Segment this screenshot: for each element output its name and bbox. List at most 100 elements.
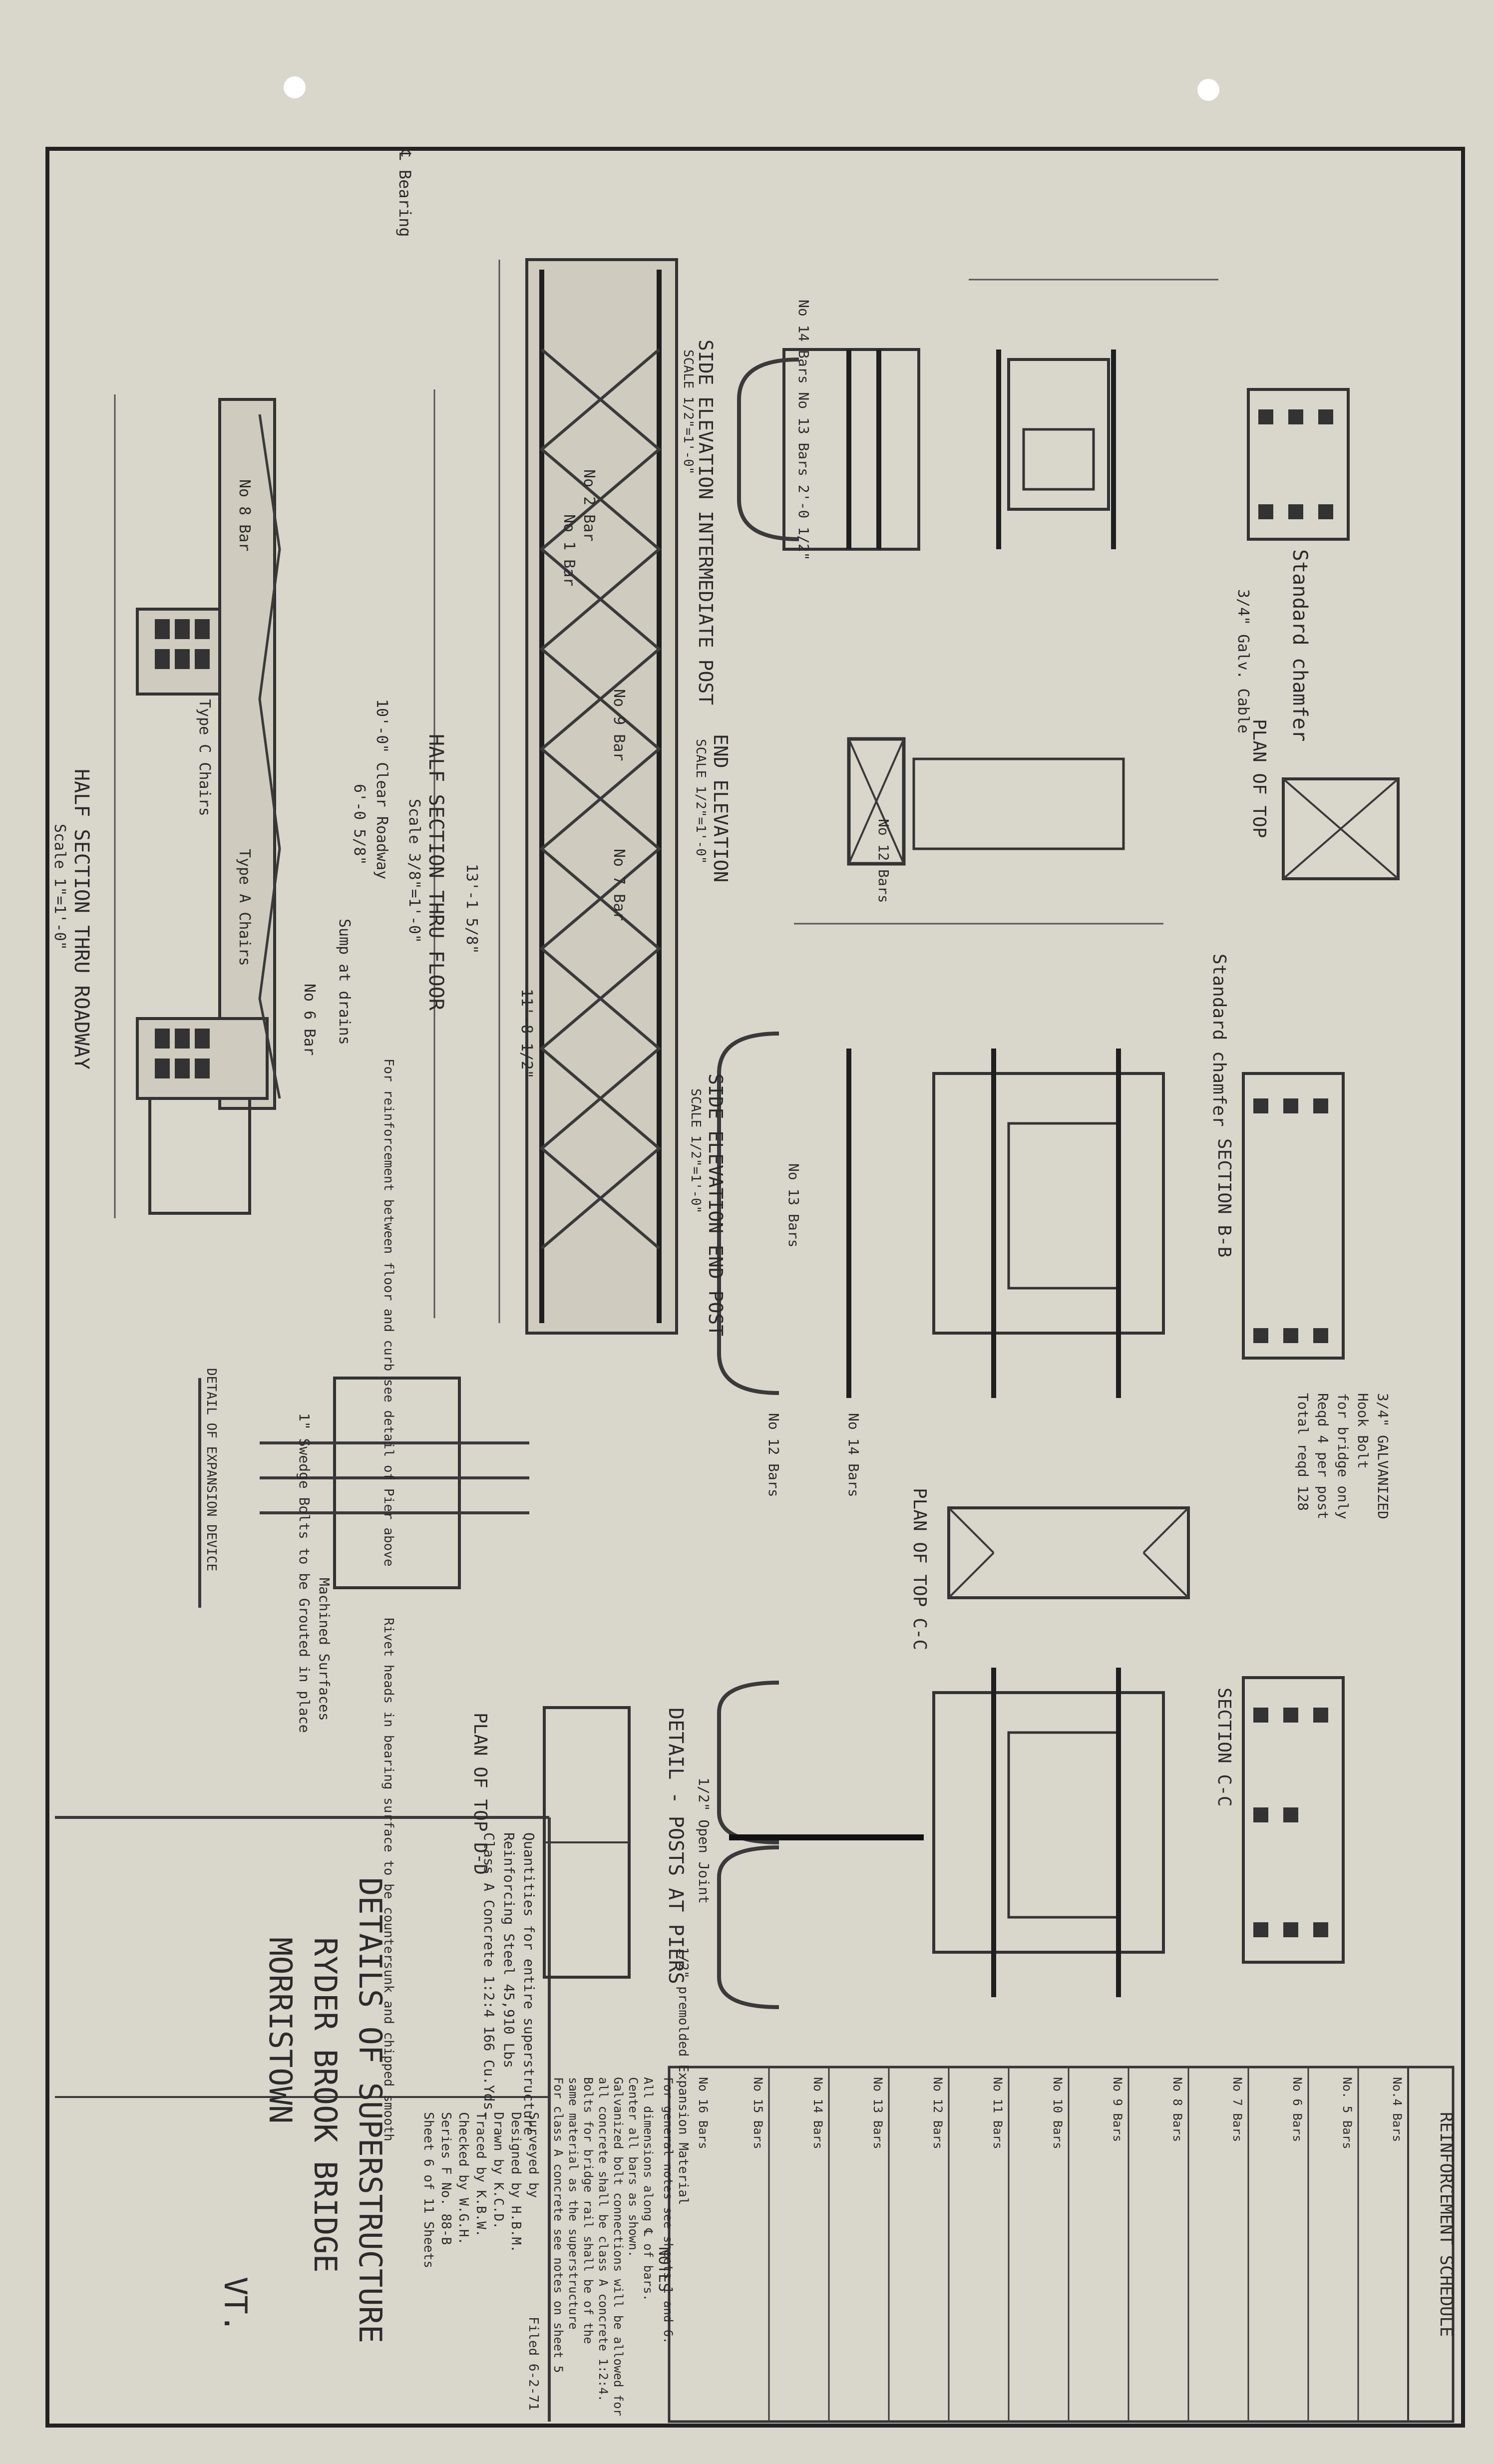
note-line-8: For general notes see sheets 1 and 6. — [661, 2077, 675, 2344]
plan-of-top-1 — [1282, 777, 1400, 880]
note-line-1: All dimensions along ℄ of bars. — [641, 2077, 655, 2301]
schedule-row: No.4 Bars — [1390, 2077, 1404, 2142]
label-no12-a: No 12 Bars — [875, 819, 892, 903]
label-no1: No 1 Bar — [560, 514, 578, 587]
tb-designed: Designed by H.B.M. — [508, 2112, 523, 2253]
note-line-2: Center all bars as shown. — [626, 2077, 640, 2257]
title-line-3: MORRISTOWN — [262, 1937, 299, 2123]
schedule-row: No 7 Bars — [1230, 2077, 1244, 2142]
label-plan-top-d-d: PLAN OF TOP D-D — [470, 1713, 490, 1875]
label-no2: No 2 Bar — [580, 469, 598, 542]
label-clear-roadway: 10'-0" Clear Roadway — [373, 699, 390, 879]
side-elevation-intermediate-post — [737, 348, 920, 551]
schedule-row: No 13 Bars — [871, 2077, 885, 2149]
label-end-post-scale: SCALE 1/2"=1'-0" — [688, 1088, 703, 1213]
note-line-7: For class A concrete see notes on sheet … — [551, 2077, 565, 2373]
label-roadway-scale: Scale 1"=1'-0" — [51, 824, 68, 950]
section-a-a — [1247, 388, 1350, 541]
tb-checked: Checked by W.G.H. — [456, 2112, 471, 2245]
note-line-6: same material as the superstructure — [566, 2077, 580, 2330]
note-line-3: Galvanized bolt connections will be allo… — [611, 2077, 625, 2416]
notes-heading: NOTES — [655, 2247, 673, 2292]
label-end-elev-scale: SCALE 1/2"=1'-0" — [693, 739, 708, 864]
bolt-note-1: 3/4" GALVANIZED — [1375, 1393, 1391, 1519]
label-expansion-device: DETAIL OF EXPANSION DEVICE — [204, 1368, 219, 1571]
end-elevation — [794, 737, 1163, 925]
title-line-4: VT. — [217, 2277, 254, 2333]
label-half-section-floor: HALF SECTION THRU FLOOR — [424, 734, 447, 1011]
label-section-b-b: SECTION B-B — [1214, 1138, 1234, 1257]
expansion-device — [198, 1377, 529, 1608]
tb-filed: Filed 6-2-71 — [526, 2317, 541, 2411]
punch-hole — [284, 76, 306, 98]
schedule-row: No 11 Bars — [991, 2077, 1005, 2149]
schedule-row: No 14 Bars — [811, 2077, 825, 2149]
label-side-elev-intermediate: SIDE ELEVATION INTERMEDIATE POST — [695, 340, 717, 705]
detail-posts-at-piers — [717, 1668, 1165, 2009]
label-no14: No 14 Bars — [845, 1413, 862, 1497]
schedule-row: No 15 Bars — [751, 2077, 765, 2149]
label-galv-cable: 3/4" Galv. Cable — [1234, 589, 1252, 733]
label-bars-top: No 14 Bars No 13 Bars 2'-0 1/2" — [795, 300, 812, 561]
title-line-2: RYDER BROOK BRIDGE — [307, 1937, 344, 2273]
bolt-note-4: Reqd 4 per post — [1315, 1393, 1331, 1519]
label-no6: No 6 Bar — [301, 984, 318, 1056]
label-wedge: 1" Swedge Bolts to be Grouted in place — [296, 1413, 313, 1733]
schedule-row: No 12 Bars — [931, 2077, 945, 2149]
section-b-b — [1242, 1072, 1345, 1360]
label-standard-chamfer: Standard chamfer — [1288, 549, 1311, 741]
label-half-width: 6'-0 5/8" — [351, 784, 368, 865]
plan-of-top-d-d — [543, 1706, 631, 1979]
plan-of-top-c-c — [947, 1506, 1190, 1599]
tb-traced: Traced by K.B.W. — [473, 2112, 488, 2237]
label-plan-of-top-1: PLAN OF TOP — [1249, 719, 1269, 838]
reinforcement-schedule-grid — [668, 2066, 1455, 2423]
punch-hole — [1197, 79, 1219, 101]
section-c-c — [1242, 1676, 1345, 1964]
bolt-note-2: Hook Bolt — [1355, 1393, 1371, 1469]
label-sump: Sump at drains — [336, 919, 353, 1045]
schedule-row: No 6 Bars — [1290, 2077, 1304, 2142]
label-end-elevation: END ELEVATION — [710, 734, 732, 882]
label-floor-scale: Scale 3/8"=1'-0" — [405, 799, 423, 943]
label-no12-b: No 12 Bars — [765, 1413, 782, 1497]
schedule-row: No 10 Bars — [1051, 2077, 1065, 2149]
label-no9: No 9 Bar — [610, 689, 628, 761]
bolt-note-3: for bridge only — [1335, 1393, 1351, 1519]
schedule-row: No 16 Bars — [696, 2077, 710, 2149]
note-line-4: all concrete shall be class A concrete 1… — [596, 2077, 610, 2402]
quantities-concrete: Class A Concrete 1:2:4 166 Cu.Yds. — [481, 1832, 497, 2118]
bolt-note-5: Total reqd 128 — [1295, 1393, 1311, 1511]
label-machined: Machined Surfaces — [316, 1578, 333, 1721]
label-side-elev-end-post: SIDE ELEVATION END POST — [705, 1073, 727, 1336]
post-elevation-top — [969, 279, 1218, 549]
schedule-title: REINFORCEMENT SCHEDULE — [1436, 2112, 1456, 2337]
note-line-5: Bolts for bridge rail shall be of the — [581, 2077, 595, 2344]
tb-sheet: Sheet 6 of 11 Sheets — [421, 2112, 436, 2268]
half-section-floor — [433, 258, 678, 1335]
schedule-row: No 8 Bars — [1170, 2077, 1184, 2142]
quantities-heading: Quantities for entire superstructure — [521, 1832, 537, 2135]
schedule-row: No 9 Bars — [1111, 2077, 1124, 2142]
tb-drawn: Drawn by K.C.D. — [491, 2112, 506, 2229]
label-overall: 13'-1 5/8" — [463, 864, 480, 954]
half-section-roadway — [114, 394, 281, 1218]
label-half-section-roadway: HALF SECTION THRU ROADWAY — [70, 769, 93, 1069]
label-premolded: 1/2" premolded Expansion Material — [676, 1947, 691, 2205]
title-line-1: DETAILS OF SUPERSTRUCTURE — [352, 1877, 388, 2343]
label-type-a: Type A Chairs — [236, 849, 253, 966]
label-intermediate-scale: SCALE 1/2"=1'-0" — [681, 350, 696, 474]
label-open-joint: 1/2" Open Joint — [696, 1777, 712, 1904]
schedule-row: No. 5 Bars — [1340, 2077, 1354, 2149]
label-plan-top-c-c: PLAN OF TOP C-C — [909, 1488, 930, 1650]
quantities-steel: Reinforcing Steel 45,910 Lbs — [501, 1832, 517, 2068]
label-type-c: Type C Chairs — [196, 699, 213, 816]
label-detail-posts: DETAIL - POSTS AT PIERS — [664, 1708, 687, 1984]
side-elevation-end-post — [717, 1032, 1165, 1398]
label-no13: No 13 Bars — [785, 1163, 802, 1248]
tb-surveyed: Surveyed by — [526, 2112, 541, 2198]
label-section-c-c: SECTION C-C — [1214, 1688, 1234, 1806]
label-no7: No 7 Bar — [610, 849, 628, 921]
